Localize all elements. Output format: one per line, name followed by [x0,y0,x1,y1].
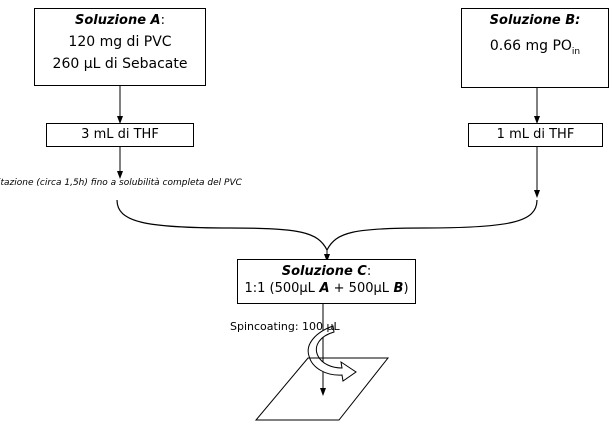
solution-a-line1: 120 mg di PVC [68,34,172,50]
thf-a-box: 3 mL di THF [46,123,194,147]
solution-a-line2: 260 μL di Sebacate [52,56,188,72]
stirring-note: itazione (circa 1,5h) fino a solubilità … [0,178,242,188]
solution-a-box: Soluzione A: 120 mg di PVC 260 μL di Seb… [34,8,206,86]
thf-b-label: 1 mL di THF [496,127,575,142]
substrate-slide [254,357,390,421]
solution-c-ratio: 1:1 (500μL A + 500μL B) [244,281,409,296]
solution-b-box: Soluzione B: 0.66 mg POin [461,8,609,88]
solution-c-title: Soluzione C: [281,264,372,279]
thf-b-box: 1 mL di THF [468,123,603,147]
merge-brace [116,199,538,252]
solution-b-title: Soluzione B: [489,13,581,28]
solution-a-title: Soluzione A: [74,13,165,28]
solution-c-box: Soluzione C: 1:1 (500μL A + 500μL B) [237,259,416,304]
solution-b-line1: 0.66 mg POin [489,38,581,57]
spincoating-label: Spincoating: 100 μL [230,320,340,333]
spin-rotation-arrow [307,325,357,382]
thf-a-label: 3 mL di THF [81,127,159,142]
